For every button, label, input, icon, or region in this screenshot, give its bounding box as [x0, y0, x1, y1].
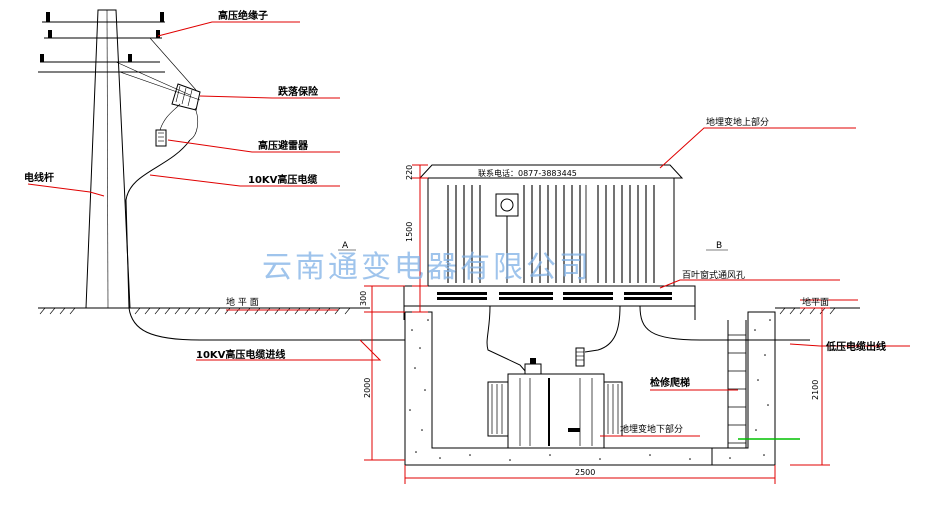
section-marker-b: B [716, 241, 722, 251]
label-above-ground: 地埋变地上部分 [706, 116, 769, 128]
label-hv-cable-conn: 10KV高压电缆进线 [196, 348, 285, 361]
label-ground-right: 地平面 [802, 296, 829, 308]
label-hv-cable-10kv: 10KV高压电缆 [248, 173, 317, 186]
label-pole: 电线杆 [24, 171, 54, 184]
label-hv-arrester: 高压避雷器 [258, 139, 309, 152]
contact-phone: 联系电话：0877-3883445 [478, 168, 577, 178]
label-hv-insulator: 高压绝缘子 [218, 9, 268, 22]
dim-2500: 2500 [575, 468, 595, 477]
section-marker-a: A [342, 241, 349, 251]
underground-transformer [486, 305, 810, 449]
ladder [727, 320, 800, 448]
label-ground-left: 地 平 面 [226, 296, 259, 308]
dimensions: 220 1500 300 2000 2100 2500 [359, 164, 830, 484]
leader-lines [27, 21, 910, 437]
label-ladder: 检修爬梯 [650, 376, 690, 389]
watermark-company: 云南通变电器有限公司 [262, 250, 592, 285]
label-below-ground: 地埋变地下部分 [620, 423, 683, 435]
dim-300: 300 [359, 291, 368, 306]
dim-2100: 2100 [811, 380, 820, 400]
label-louver-vent: 百叶窗式通风孔 [682, 269, 745, 281]
utility-pole [38, 9, 201, 309]
dim-1500: 1500 [405, 222, 414, 242]
dim-2000: 2000 [363, 378, 372, 398]
label-lv-cable-out: 低压电缆出线 [825, 340, 886, 353]
hv-cable-underground [128, 307, 410, 341]
transformer-cabinet: 联系电话：0877-3883445 [403, 164, 696, 320]
ground-surface [38, 307, 860, 315]
label-drop-fuse: 跌落保险 [278, 85, 319, 98]
dim-220: 220 [405, 165, 414, 180]
